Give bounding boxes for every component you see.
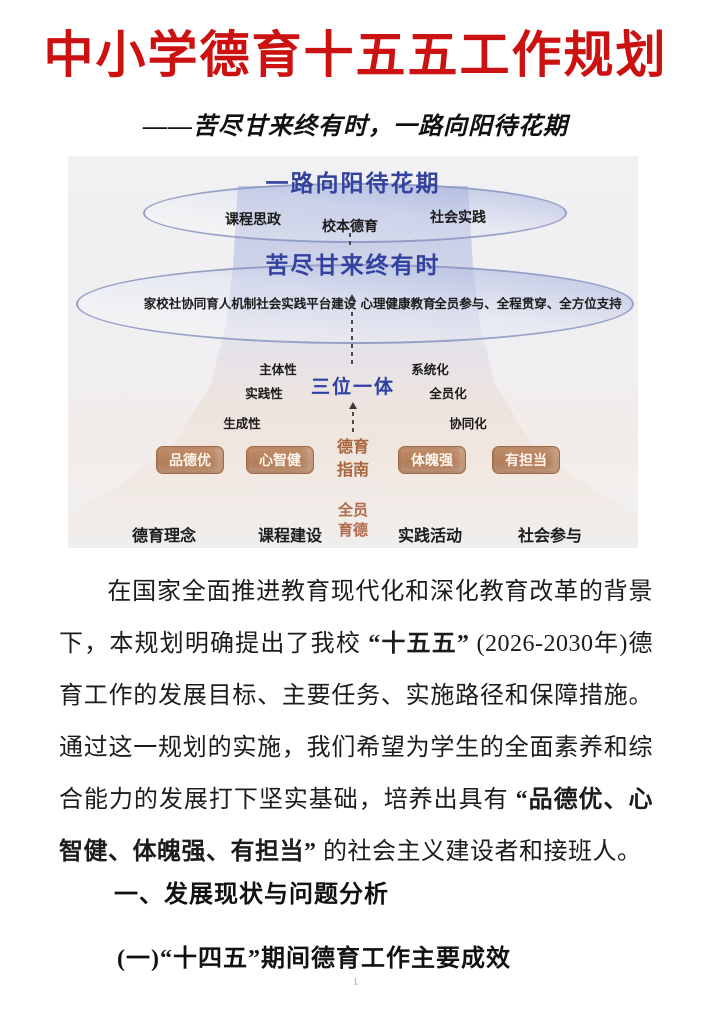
- diagram-label-school-moral: 校本德育: [322, 218, 378, 234]
- pill-mind: 心智健: [246, 446, 314, 474]
- diagram-trait-subjectivity: 主体性: [259, 363, 297, 377]
- moral-education-diagram: 一路向阳待花期 课程思政 校本德育 社会实践 苦尽甘来终有时 家校社协同育人机制…: [68, 156, 638, 548]
- diagram-bottom-concept: 德育理念: [131, 528, 197, 545]
- all-line-2: 育德: [337, 522, 369, 539]
- para-seg-1: 在国家全面推进教育现代化和深化教育改革的背景下，本规划明确提出了我校: [59, 579, 653, 657]
- page-number: 1: [352, 976, 359, 988]
- page-title: 中小学德育十五五工作规划: [43, 27, 668, 83]
- diagram-trait-systematic: 系统化: [411, 363, 449, 377]
- guide-line-1: 德育: [336, 439, 370, 456]
- diagram-center-trinity: 三位一体: [310, 377, 396, 398]
- para-seg-3: (2026-2030年)德育工作的发展目标、主要任务、实施路径和保障措施。通过这…: [59, 631, 654, 813]
- diagram-bottom-curriculum: 课程建设: [257, 528, 323, 545]
- dashed-line-icon: [349, 233, 351, 245]
- pill-body: 体魄强: [398, 446, 466, 474]
- page-subtitle: ——苦尽甘来终有时，一路向阳待花期: [143, 114, 568, 140]
- diagram-trait-generativity: 生成性: [223, 417, 261, 431]
- pill-responsibility: 有担当: [492, 446, 560, 474]
- diagram-trait-all-staff: 全员化: [429, 387, 467, 401]
- para-seg-plan-name: “十五五”: [368, 631, 470, 657]
- diagram-top-title: 一路向阳待花期: [265, 170, 441, 196]
- section-heading-2: (一)“十四五”期间德育工作主要成效: [117, 946, 511, 972]
- middle-ellipse: [76, 264, 634, 344]
- diagram-bottom-practice: 实践活动: [397, 528, 463, 545]
- dashed-arrow-up-icon: [348, 294, 356, 301]
- intro-paragraph: 在国家全面推进教育现代化和深化教育改革的背景下，本规划明确提出了我校 “十五五”…: [59, 566, 653, 878]
- diagram-all-educate-label: 全员 育德: [338, 501, 368, 541]
- dashed-line-icon: [351, 304, 353, 368]
- diagram-trait-practicality: 实践性: [245, 387, 283, 401]
- diagram-guide-label: 德育 指南: [337, 436, 369, 482]
- para-seg-5: 的社会主义建设者和接班人。: [316, 839, 642, 865]
- dashed-line-icon: [352, 412, 354, 434]
- pill-virtue: 品德优: [156, 446, 224, 474]
- para-seg-goals: “品德优、心智健、体魄强、有担当”: [59, 787, 654, 865]
- diagram-label-mental-health: 心理健康教育: [360, 297, 436, 311]
- dashed-arrow-up-icon: [349, 402, 357, 409]
- diagram-mid-title: 苦尽甘来终有时: [265, 252, 441, 278]
- diagram-label-home-school: 家校社协同育人机制社会实践平台建设: [143, 297, 357, 311]
- section-heading-1: 一、发展现状与问题分析: [114, 882, 389, 908]
- top-ellipse: [143, 183, 567, 243]
- diagram-label-full-support: 全员参与、全程贯穿、全方位支持: [434, 297, 622, 311]
- diagram-trait-collaborative: 协同化: [449, 417, 487, 431]
- diagram-label-curriculum: 课程思政: [225, 211, 281, 227]
- diagram-bottom-society: 社会参与: [517, 528, 583, 545]
- all-line-1: 全员: [337, 502, 369, 519]
- guide-line-2: 指南: [336, 462, 370, 479]
- diagram-label-social-practice: 社会实践: [430, 209, 486, 225]
